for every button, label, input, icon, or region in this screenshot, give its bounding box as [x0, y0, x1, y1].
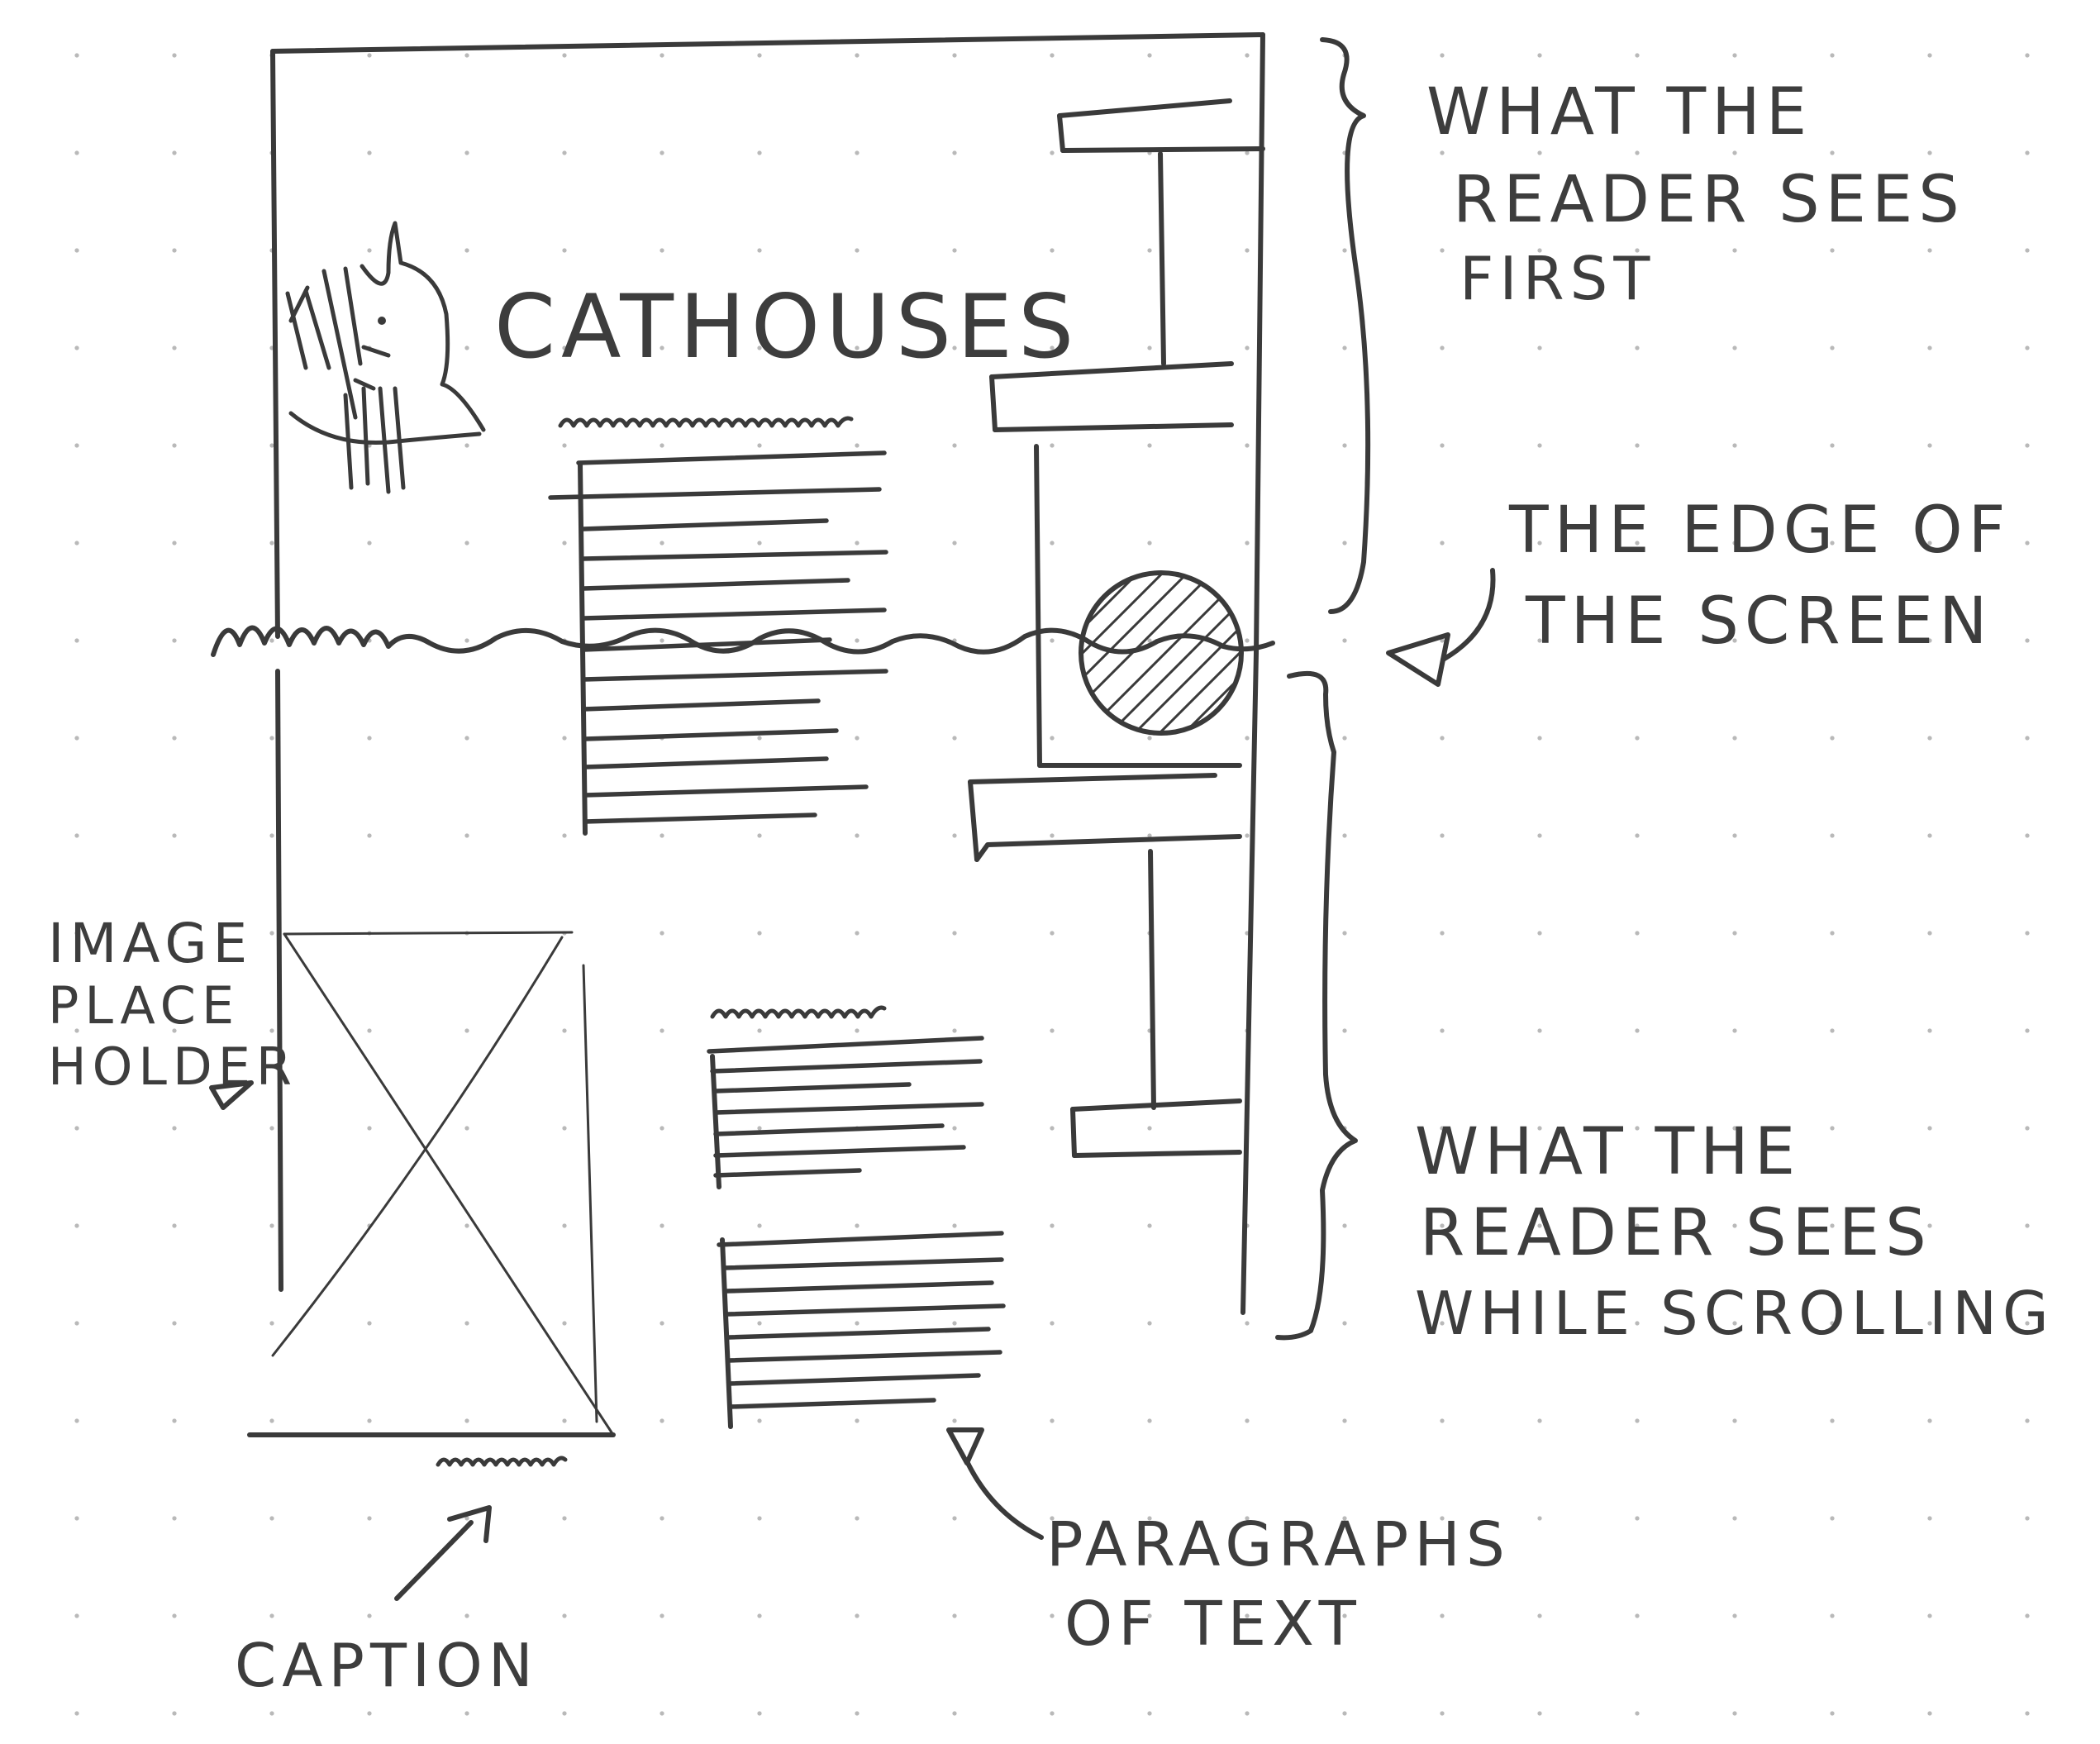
arrow-caption	[394, 1505, 492, 1601]
text-block-3	[717, 1231, 1006, 1429]
image-placeholder-cross-icon	[271, 931, 615, 1437]
subtitle-scribble	[558, 416, 854, 428]
text-block-2	[707, 1036, 984, 1189]
svg-text:WHAT THE: WHAT THE	[1415, 1115, 1801, 1189]
text-block-1	[548, 450, 888, 836]
screen-edge-line	[211, 625, 1275, 657]
arrow-paragraphs	[946, 1427, 1044, 1540]
svg-text:READER SEES: READER SEES	[1420, 1196, 1932, 1270]
annotation-screen-edge: THE EDGE OF THE SCREEN	[1508, 493, 2012, 659]
svg-text:READER SEES: READER SEES	[1453, 163, 1965, 237]
svg-text:HOLDER: HOLDER	[48, 1036, 298, 1097]
svg-text:OF TEXT: OF TEXT	[1064, 1589, 1362, 1660]
svg-text:PLACE: PLACE	[48, 975, 240, 1036]
page-frame	[247, 32, 1265, 1437]
annotation-scroll-view: WHAT THE READER SEES WHILE SCROLLING	[1415, 1115, 2055, 1348]
annotation-caption: CAPTION	[235, 1631, 539, 1700]
svg-text:WHAT THE: WHAT THE	[1426, 75, 1812, 150]
annotation-paragraphs: PARAGRAPHS OF TEXT	[1046, 1509, 1511, 1660]
annotation-image-placeholder: IMAGE PLACE HOLDER	[48, 912, 298, 1097]
caption-scribble	[436, 1456, 568, 1467]
subheading-scribble	[710, 1005, 887, 1019]
svg-text:IMAGE: IMAGE	[48, 912, 253, 975]
svg-text:WHILE SCROLLING: WHILE SCROLLING	[1415, 1279, 2055, 1348]
cat-sketch-icon	[285, 221, 486, 494]
brace-first-view	[1320, 37, 1371, 614]
svg-text:THE SCREEN: THE SCREEN	[1525, 584, 1993, 659]
page-heading: CATHOUSES	[494, 276, 1079, 378]
svg-text:THE EDGE OF: THE EDGE OF	[1508, 493, 2012, 568]
hatched-circle-icon	[1079, 570, 1244, 736]
sidebar-rail	[968, 98, 1265, 1158]
annotation-first-view: WHAT THE READER SEES FIRST	[1426, 75, 1965, 313]
arrow-screen-edge	[1386, 568, 1496, 687]
svg-text:PARAGRAPHS: PARAGRAPHS	[1046, 1509, 1511, 1580]
brace-scroll-view	[1275, 670, 1358, 1341]
arrow-image-placeholder	[209, 1080, 254, 1110]
svg-text:FIRST: FIRST	[1460, 244, 1655, 313]
